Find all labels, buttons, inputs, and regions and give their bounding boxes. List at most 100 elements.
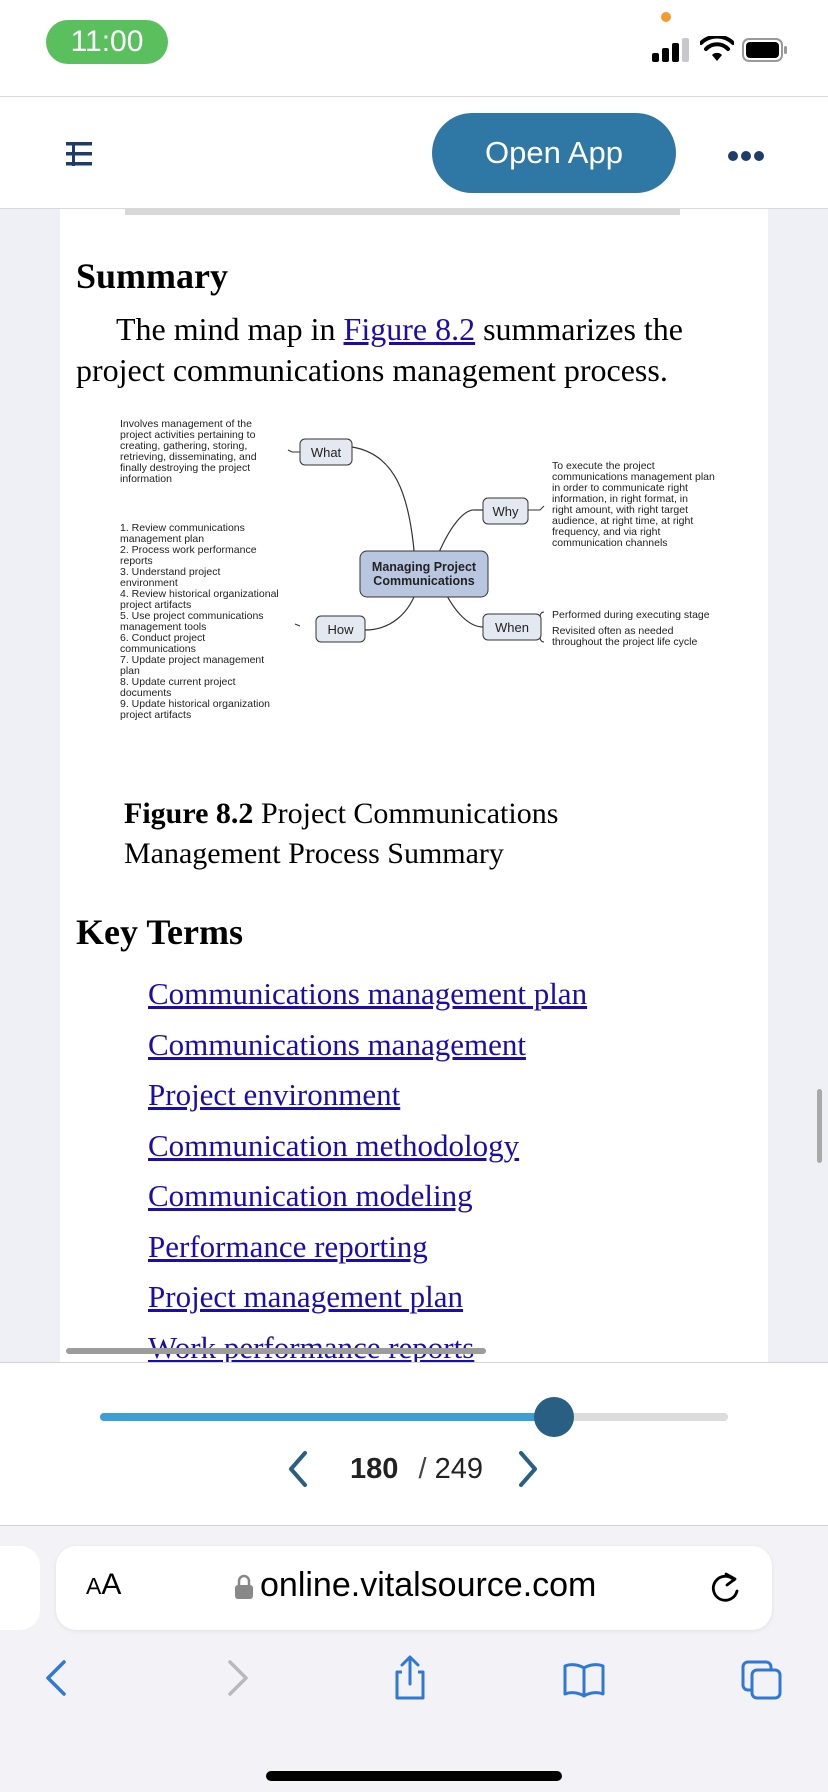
- mindmap-text-line: information, in right format, in: [552, 493, 688, 505]
- mindmap-node-when: When: [482, 613, 542, 641]
- page-slider-fill: [100, 1413, 554, 1421]
- mindmap-text-line: project artifacts: [120, 709, 191, 721]
- wifi-icon: [700, 36, 734, 61]
- mindmap-text-line: Managing Project: [372, 560, 477, 574]
- mindmap-text-line: audience, at right time, at right: [552, 515, 693, 527]
- home-indicator: [266, 1771, 562, 1781]
- previous-tab-preview[interactable]: [0, 1546, 40, 1630]
- vertical-scrollbar[interactable]: [817, 1089, 822, 1163]
- mindmap-text-line: management plan: [120, 533, 204, 545]
- book-viewport[interactable]: Summary The mind map in Figure 8.2 summa…: [0, 209, 828, 1362]
- svg-text:What: What: [311, 445, 342, 460]
- page-separator: /: [418, 1453, 427, 1485]
- mindmap-text-line: creating, gathering, storing,: [120, 440, 247, 452]
- forward-icon[interactable]: [214, 1654, 258, 1702]
- figure-8-2-link[interactable]: Figure 8.2: [343, 311, 476, 347]
- key-term-link[interactable]: Communication modeling: [148, 1178, 473, 1213]
- aa-large: A: [101, 1568, 122, 1601]
- mindmap-text-line: frequency, and via right: [552, 526, 660, 538]
- svg-text:When: When: [495, 620, 529, 635]
- status-bar: 11:00: [0, 0, 828, 96]
- key-term-link[interactable]: Project management plan: [148, 1279, 464, 1314]
- mindmap-text-line: right amount, with right target: [552, 504, 688, 516]
- reload-icon[interactable]: [708, 1570, 742, 1606]
- mindmap-text-line: retrieving, disseminating, and: [120, 451, 257, 463]
- page-slider[interactable]: [100, 1397, 728, 1437]
- mindmap-text-line: communications management plan: [552, 471, 715, 483]
- more-options-icon[interactable]: [728, 151, 764, 163]
- summary-text-after: summarizes the project communications ma…: [76, 311, 683, 388]
- figure-caption-label: Figure 8.2: [124, 797, 254, 830]
- next-page-icon[interactable]: [516, 1449, 540, 1489]
- share-icon[interactable]: [388, 1654, 432, 1702]
- url-text[interactable]: online.vitalsource.com: [260, 1566, 597, 1604]
- key-term-link[interactable]: Performance reporting: [148, 1228, 428, 1264]
- mindmap-text-line: project artifacts: [120, 599, 191, 611]
- mindmap-text-line: Involves management of the: [120, 418, 252, 430]
- address-bar[interactable]: AA online.vitalsource.com: [56, 1546, 772, 1630]
- horizontal-scrollbar[interactable]: [66, 1348, 486, 1354]
- privacy-indicator-dot: [661, 12, 671, 22]
- mindmap-text-line: 6. Conduct project: [120, 632, 205, 644]
- aa-small: A: [86, 1573, 102, 1599]
- open-app-button[interactable]: Open App: [432, 113, 676, 193]
- figure-caption: Figure 8.2 Project Communications Manage…: [124, 794, 684, 874]
- summary-heading: Summary: [76, 256, 228, 296]
- menu-icon[interactable]: [66, 139, 96, 169]
- mindmap-text-line: finally destroying the project: [120, 462, 250, 474]
- mindmap-text-line: Communications: [373, 574, 474, 588]
- mindmap-text-line: management tools: [120, 621, 206, 633]
- key-term-link[interactable]: Communication methodology: [148, 1127, 520, 1163]
- page-slider-thumb[interactable]: [533, 1397, 574, 1437]
- key-terms-heading: Key Terms: [76, 912, 243, 952]
- safari-bottom-bar: AA online.vitalsource.com: [0, 1526, 828, 1792]
- mindmap-node-what: What: [299, 438, 353, 466]
- total-pages: 249: [434, 1453, 483, 1485]
- tabs-icon[interactable]: [740, 1654, 784, 1702]
- key-term-link[interactable]: Work performance reports: [148, 1329, 475, 1363]
- mindmap-text-line: 5. Use project communications: [120, 610, 264, 622]
- mindmap-text-line: To execute the project: [552, 460, 655, 472]
- cellular-signal-icon: [652, 38, 690, 62]
- mindmap-text-line: plan: [120, 665, 140, 677]
- mindmap-text-line: communications: [120, 643, 196, 655]
- key-term-link[interactable]: Communications management: [148, 1026, 526, 1062]
- status-time: 11:00: [46, 20, 168, 64]
- current-page-number: 180: [350, 1453, 399, 1485]
- summary-paragraph: The mind map in Figure 8.2 summarizes th…: [76, 309, 736, 391]
- svg-text:Why: Why: [493, 504, 520, 519]
- mindmap-text-line: environment: [120, 577, 178, 589]
- previous-page-icon[interactable]: [286, 1449, 310, 1489]
- bookmarks-icon[interactable]: [562, 1654, 606, 1702]
- page-divider: [125, 209, 680, 215]
- reader-settings-button[interactable]: AA: [86, 1568, 121, 1602]
- mindmap-text-line: communication channels: [552, 537, 668, 549]
- page-navigator: 180 / 249: [0, 1362, 828, 1526]
- mindmap-text-line: project activities pertaining to: [120, 429, 256, 441]
- mindmap-text-line: information: [120, 473, 172, 485]
- mindmap-text-line: 1. Review communications: [120, 522, 245, 534]
- mindmap-text-line: Revisited often as needed: [552, 625, 674, 637]
- svg-text:How: How: [327, 622, 354, 637]
- lock-icon: [235, 1574, 253, 1599]
- mindmap-text-line: throughout the project life cycle: [552, 636, 697, 648]
- key-term-link[interactable]: Communications management plan: [148, 976, 588, 1011]
- mindmap-node-how: How: [315, 615, 366, 643]
- mindmap-text-line: reports: [120, 555, 153, 567]
- mindmap-text-line: documents: [120, 687, 171, 699]
- mindmap-text-line: 7. Update project management: [120, 654, 264, 666]
- mindmap-text-line: 9. Update historical organization: [120, 698, 270, 710]
- battery-icon: [742, 38, 787, 62]
- page-indicator: 180 / 249: [350, 1451, 483, 1487]
- mindmap-text-line: 4. Review historical organizational: [120, 588, 279, 600]
- key-term-link[interactable]: Project environment: [148, 1077, 401, 1112]
- back-icon[interactable]: [36, 1654, 80, 1702]
- mindmap-text-line: 3. Understand project: [120, 566, 220, 578]
- mindmap-text-line: in order to communicate right: [552, 482, 688, 494]
